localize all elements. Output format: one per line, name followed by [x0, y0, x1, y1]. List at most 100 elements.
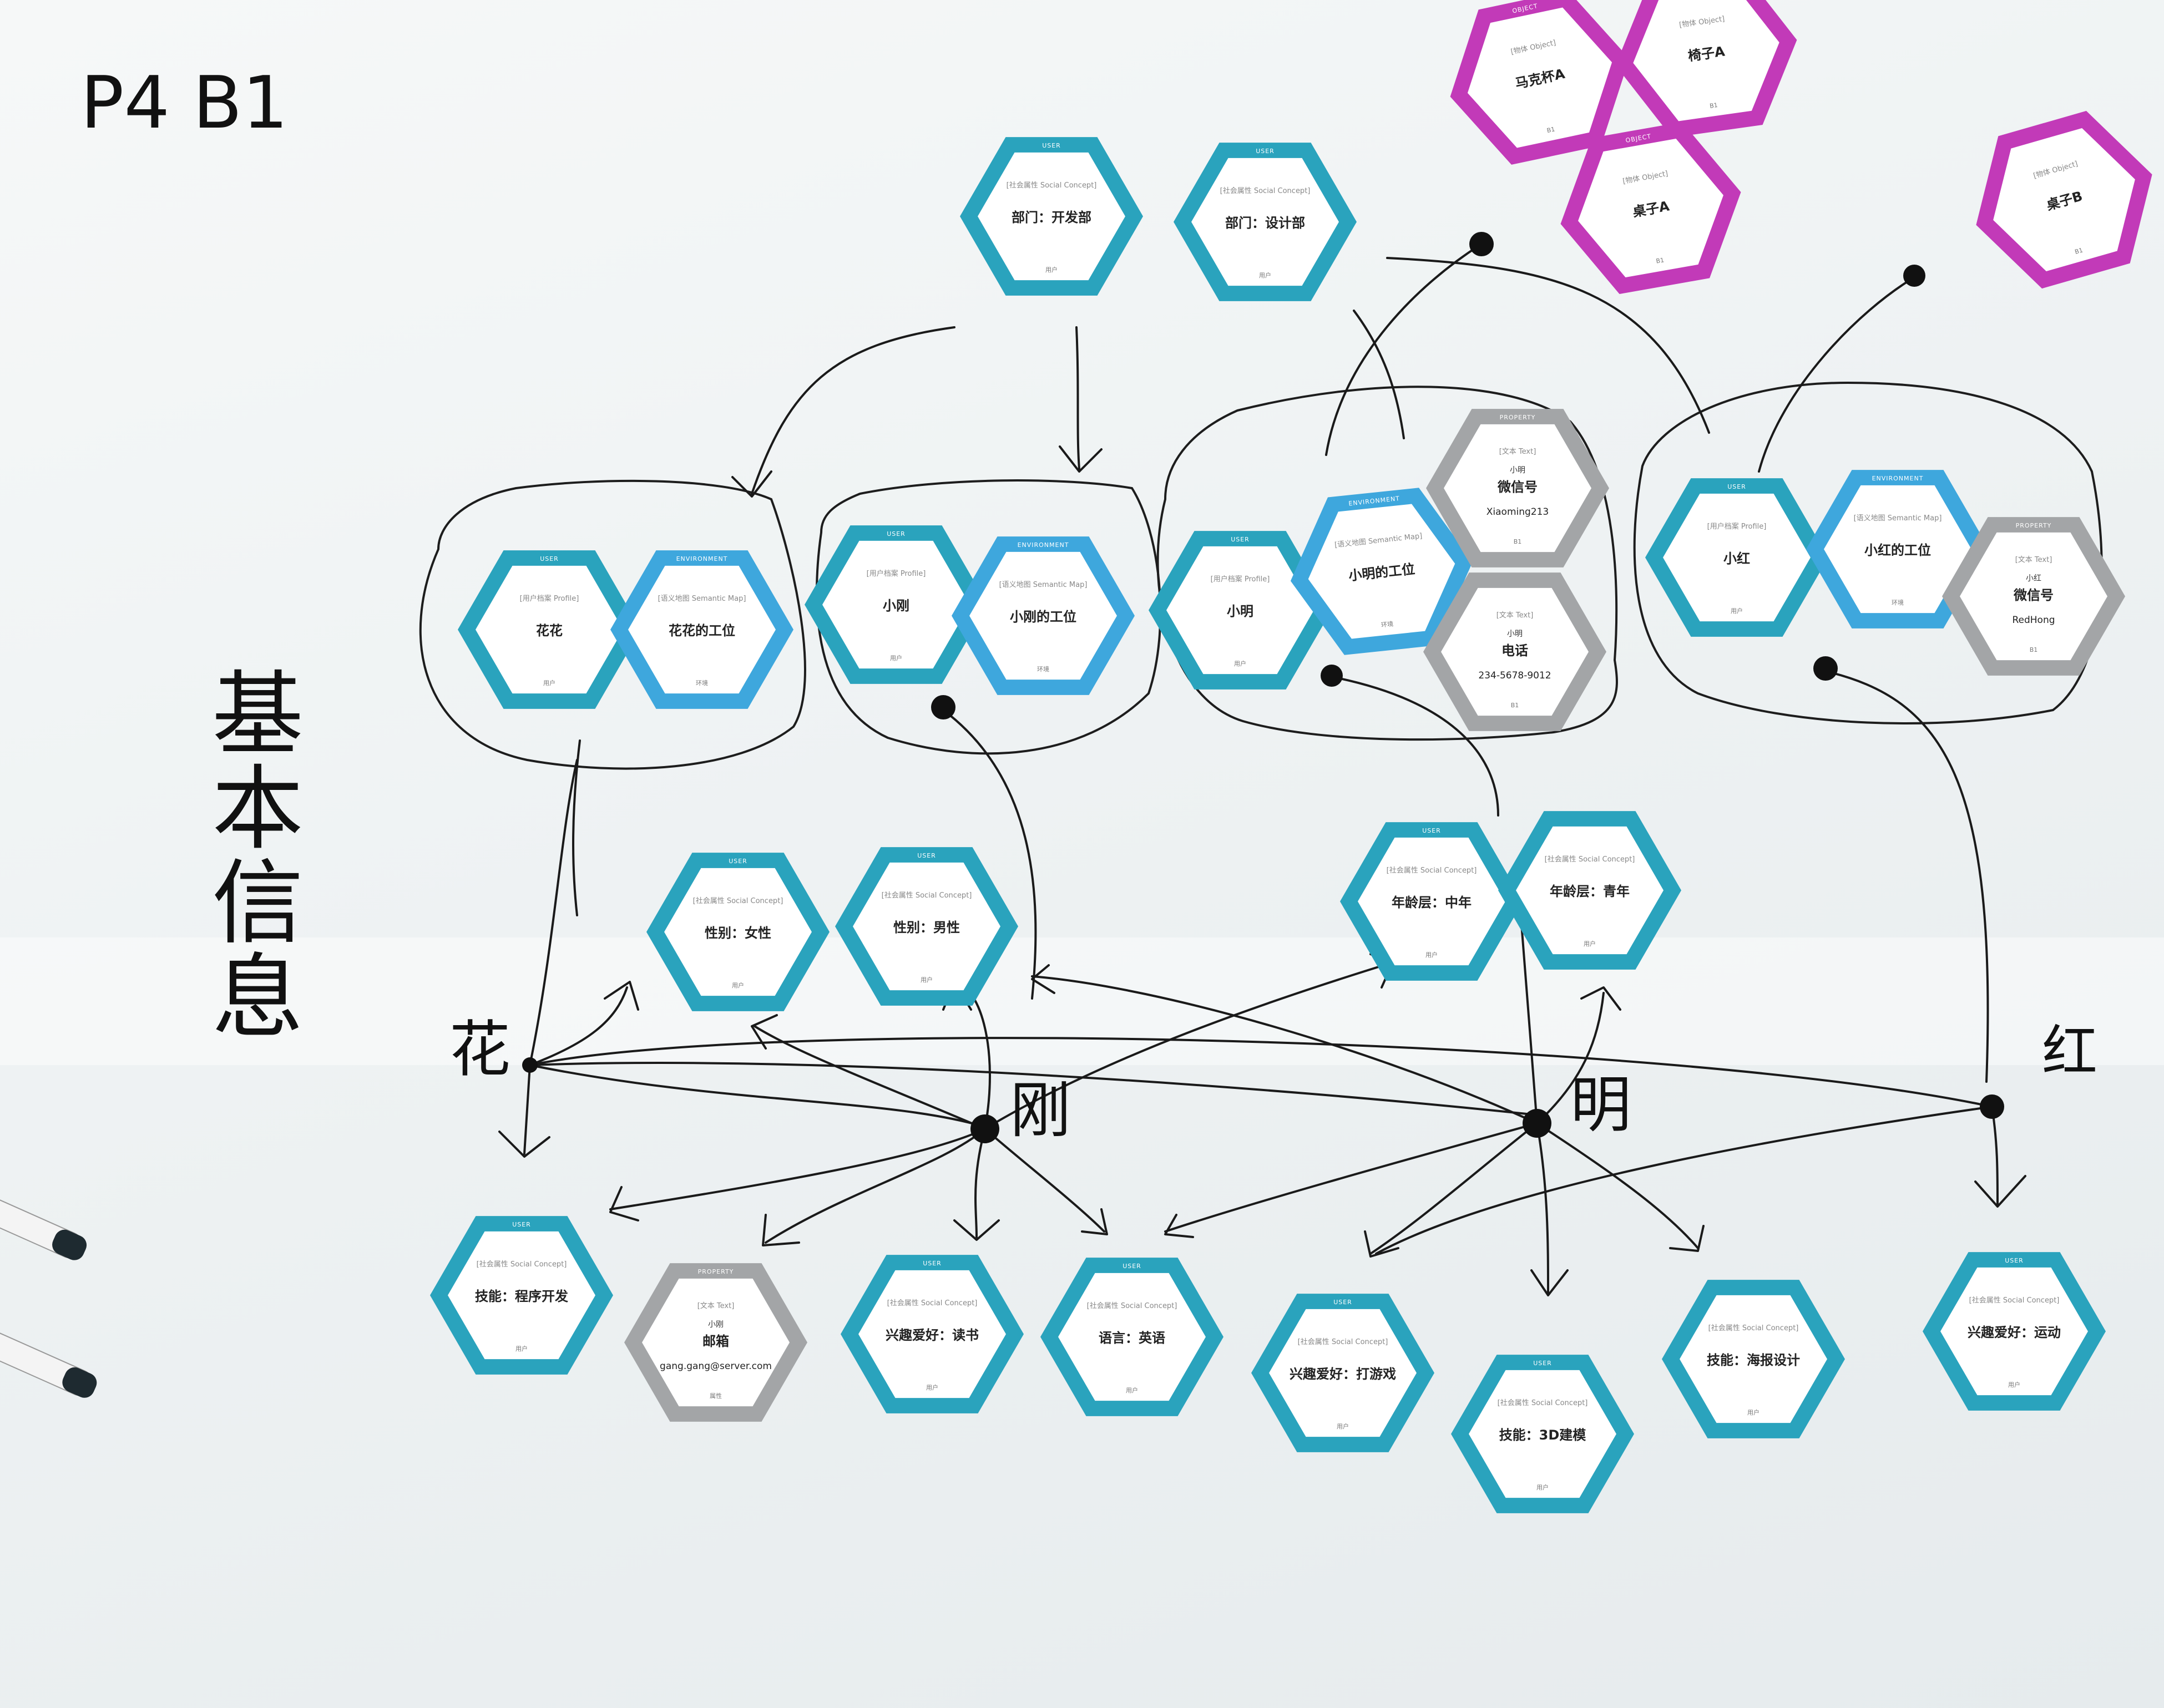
- card-face: [1166, 546, 1314, 675]
- card-footer: 环境: [696, 679, 708, 687]
- card-footer: 用户: [1045, 266, 1058, 273]
- card-face: [664, 868, 812, 996]
- group-xiaogang: [816, 479, 1162, 755]
- card-face: [1940, 1267, 2088, 1396]
- card-detail: 234-5678-9012: [1478, 670, 1551, 681]
- card-footer: 用户: [1234, 660, 1246, 667]
- card-face: [1467, 7, 1612, 148]
- card-title: 小红: [1723, 551, 1750, 566]
- card-tag: USER: [540, 555, 559, 562]
- card-face: [1269, 1309, 1417, 1437]
- card-title: 技能：海报设计: [1707, 1352, 1800, 1368]
- card-footer: 用户: [732, 981, 744, 989]
- card-gang-email[interactable]: PROPERTY[文本 Text]小刚邮箱gang.gang@server.co…: [624, 1263, 807, 1422]
- card-detail: RedHong: [2012, 615, 2055, 626]
- card-face: [853, 862, 1000, 991]
- card-face: [448, 1231, 595, 1360]
- side-label: 基本信息: [196, 666, 303, 1043]
- card-footer: 用户: [921, 976, 933, 984]
- card-tag: USER: [1042, 142, 1061, 149]
- card-subtitle: [语义地图 Semantic Map]: [1854, 514, 1942, 523]
- card-tag: USER: [1727, 483, 1746, 490]
- card-detail: Xiaoming213: [1487, 506, 1549, 518]
- card-subtitle: [文本 Text]: [2015, 556, 2052, 564]
- user-label-hua: 花: [449, 1014, 510, 1085]
- connections: [498, 243, 2026, 1296]
- card-subtitle: [文本 Text]: [1499, 448, 1536, 456]
- card-title: 电话: [1501, 643, 1528, 658]
- card-face: [1824, 485, 1971, 614]
- card-title: 语言：英语: [1099, 1330, 1165, 1346]
- card-subtitle: [社会属性 Social Concept]: [477, 1260, 567, 1269]
- card-subtitle: [用户档案 Profile]: [1707, 522, 1767, 531]
- card-footer: 用户: [1126, 1386, 1138, 1394]
- card-title: 兴趣爱好：打游戏: [1290, 1366, 1396, 1382]
- card-face: [1663, 493, 1811, 622]
- card-subtitle: [社会属性 Social Concept]: [1220, 186, 1311, 195]
- marker-pen-1: [0, 1195, 87, 1260]
- card-title: 部门：开发部: [1012, 210, 1091, 225]
- card-owner: 小明: [1507, 630, 1523, 638]
- card-tag: USER: [1256, 148, 1275, 155]
- card-subtitle: [文本 Text]: [697, 1302, 735, 1310]
- card-tag: USER: [1333, 1299, 1352, 1306]
- card-footer: 用户: [1731, 607, 1743, 615]
- card-tag: USER: [887, 530, 906, 538]
- card-face: [822, 540, 970, 669]
- card-footer: B1: [1546, 125, 1556, 134]
- card-subtitle: [社会属性 Social Concept]: [887, 1299, 978, 1307]
- card-footer: 用户: [543, 679, 555, 687]
- card-subtitle: [社会属性 Social Concept]: [882, 891, 972, 900]
- card-footer: B1: [1709, 102, 1718, 110]
- card-subtitle: [语义地图 Semantic Map]: [658, 595, 746, 603]
- card-subtitle: [社会属性 Social Concept]: [1545, 855, 1635, 864]
- card-face: [642, 1278, 790, 1407]
- marker-pen-2: [0, 1329, 97, 1398]
- card-tag: USER: [729, 858, 747, 865]
- card-detail: gang.gang@server.com: [660, 1361, 772, 1372]
- card-subtitle: [社会属性 Social Concept]: [1708, 1324, 1799, 1332]
- card-tag: ENVIRONMENT: [1872, 475, 1924, 482]
- card-face: [1993, 128, 2135, 272]
- card-tag: ENVIRONMENT: [1018, 541, 1069, 549]
- card-title: 性别：男性: [893, 920, 960, 935]
- card-face: [978, 152, 1125, 281]
- card-subtitle: [社会属性 Social Concept]: [1298, 1337, 1388, 1346]
- card-footer: 用户: [1259, 271, 1271, 279]
- card-face: [1633, 0, 1779, 121]
- card-face: [1469, 1370, 1616, 1498]
- card-face: [1960, 532, 2107, 661]
- user-label-ming: 明: [1570, 1070, 1631, 1141]
- card-title: 花花: [536, 623, 563, 638]
- card-footer: 用户: [1584, 940, 1596, 947]
